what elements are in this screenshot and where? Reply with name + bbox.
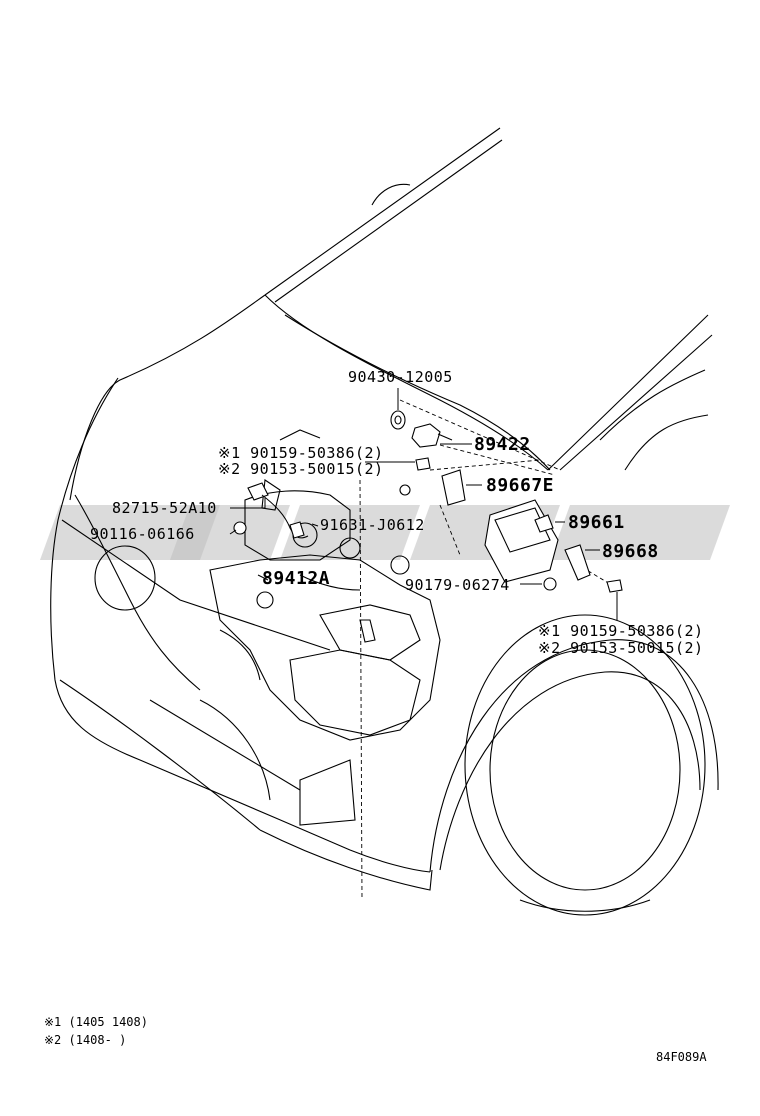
car-body-outline	[50, 127, 719, 916]
drawing-code: 84F089A	[656, 1050, 707, 1064]
watermark	[40, 505, 730, 560]
callout-90159-50386-lower: ※1 90159-50386(2)	[538, 622, 704, 640]
callout-89667e: 89667E	[486, 475, 554, 496]
callout-82715-52a10: 82715-52A10	[112, 499, 217, 517]
callout-90159-50386: ※1 90159-50386(2)	[218, 444, 384, 462]
leader-lines	[229, 388, 618, 620]
callout-90153-50015-lower: ※2 90153-50015(2)	[538, 639, 704, 657]
callout-labels: 90430-12005 89422 ※1 90159-50386(2) ※2 9…	[90, 368, 704, 657]
footnote-2: ※2 (1408- )	[44, 1033, 126, 1047]
parts	[233, 410, 623, 593]
footnote-1: ※1 (1405 1408)	[44, 1015, 148, 1029]
callout-90179-06274: 90179-06274	[405, 576, 510, 594]
callout-89422: 89422	[474, 434, 531, 455]
callout-89412a: 89412A	[262, 568, 330, 589]
callout-89668: 89668	[602, 541, 659, 562]
callout-89661: 89661	[568, 512, 625, 533]
callout-90116-06166: 90116-06166	[90, 525, 195, 543]
footnotes: ※1 (1405 1408) ※2 (1408- )	[44, 1015, 148, 1047]
callout-91631-j0612: 91631-J0612	[320, 516, 425, 534]
callout-90430-12005: 90430-12005	[348, 368, 453, 386]
callout-90153-50015: ※2 90153-50015(2)	[218, 460, 384, 478]
